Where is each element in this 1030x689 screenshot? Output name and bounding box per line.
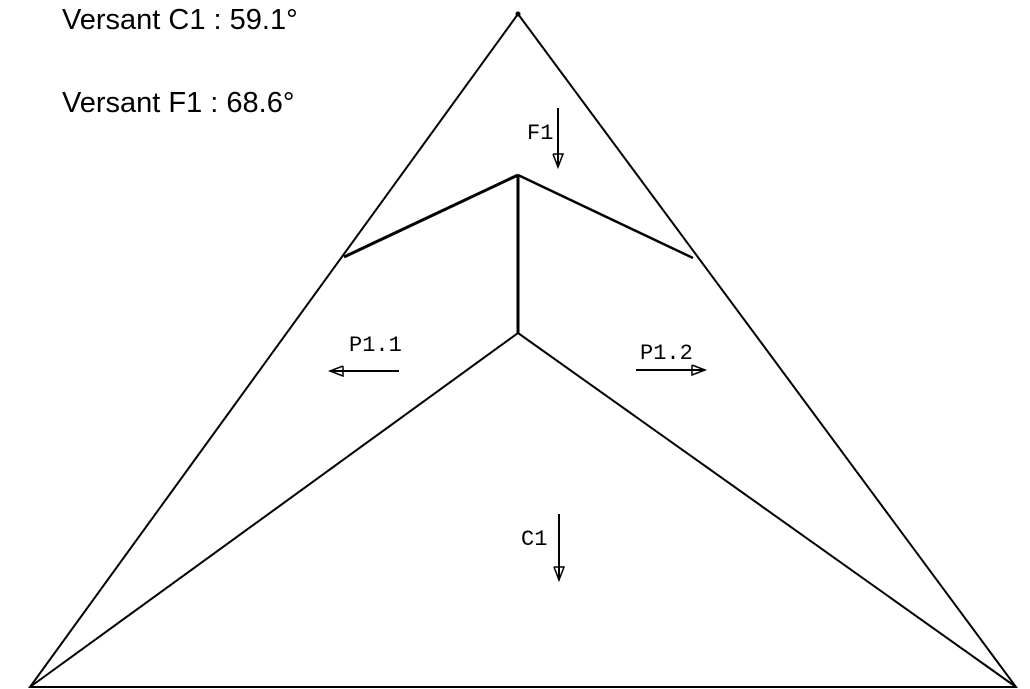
face-label-c1: C1 <box>521 527 547 552</box>
face-label-p1-1: P1.1 <box>349 333 402 358</box>
versant-f1-slope-caption: Versant F1 : 68.6° <box>62 87 295 119</box>
ridge-line-right <box>517 173 694 260</box>
slope-arrow-f1 <box>552 108 565 170</box>
ridge-line-left <box>343 173 519 259</box>
face-label-p1-2: P1.2 <box>640 341 693 366</box>
slope-arrow-p1-2 <box>636 364 708 377</box>
apex-point <box>515 11 521 17</box>
roof-outline-triangle <box>28 12 1018 688</box>
hip-line-left <box>29 332 519 688</box>
versant-c1-slope-caption: Versant C1 : 59.1° <box>62 4 298 36</box>
slope-arrow-p1-1 <box>327 365 399 378</box>
slope-arrow-c1 <box>553 514 566 583</box>
face-label-f1: F1 <box>527 121 553 146</box>
hip-line-right <box>517 332 1017 688</box>
